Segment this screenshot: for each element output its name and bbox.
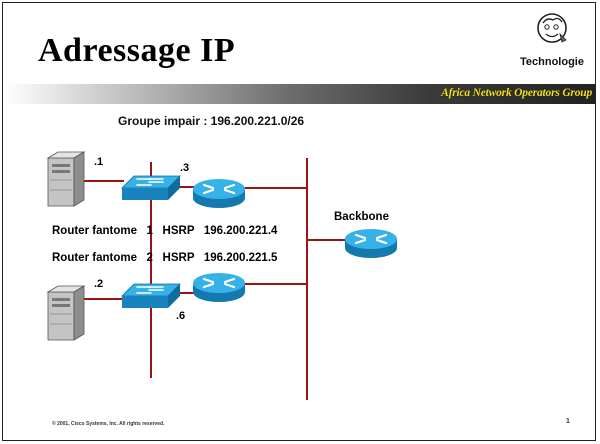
title-bar: Africa Network Operators Group — [4, 84, 596, 104]
switch-2-address: .6 — [176, 310, 186, 322]
host-2-link — [82, 298, 124, 300]
group-address-label: Groupe impair : 196.200.221.0/26 — [118, 114, 305, 128]
switch-2-icon — [120, 282, 182, 312]
host-1-link — [82, 180, 124, 182]
switch-1-icon — [120, 174, 182, 204]
slide-title: Adressage IP — [38, 32, 236, 69]
switch-1-address: .3 — [180, 162, 190, 174]
logo-label: Technologie — [520, 56, 584, 68]
hsrp-router-2-label: Router fantome 2 HSRP 196.200.221.5 — [52, 252, 278, 264]
switch-1-router-link — [178, 186, 194, 188]
server-1-icon — [46, 150, 86, 208]
host-2-address: .2 — [94, 278, 104, 290]
server-2-icon — [46, 284, 86, 342]
technologist-icon — [530, 10, 574, 54]
organization-tagline: Africa Network Operators Group — [441, 87, 592, 99]
backbone-router-icon — [344, 228, 398, 260]
router-1-backbone-link — [242, 187, 307, 189]
backbone-link — [306, 158, 308, 400]
footer-copyright: © 2001, Cisco Systems, Inc. All rights r… — [52, 421, 165, 427]
switch-2-router-link — [178, 292, 194, 294]
slide-frame — [2, 2, 596, 441]
router-2-backbone-link — [242, 283, 307, 285]
vlan-link — [150, 162, 152, 378]
router-1-icon — [192, 178, 246, 210]
host-1-address: .1 — [94, 156, 104, 168]
router-2-icon — [192, 272, 246, 304]
hsrp-router-1-label: Router fantome 1 HSRP 196.200.221.4 — [52, 225, 278, 237]
technologie-logo: Technologie — [506, 8, 598, 76]
backbone-label: Backbone — [334, 211, 389, 223]
page-number: 1 — [566, 418, 570, 425]
backbone-router-link — [307, 239, 347, 241]
